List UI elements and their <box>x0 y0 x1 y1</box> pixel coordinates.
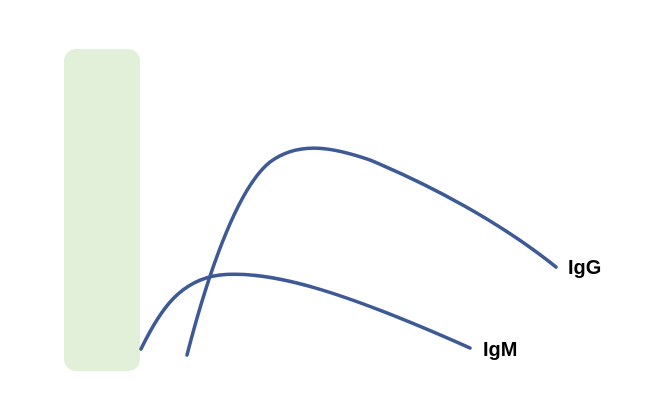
igg-label: IgG <box>568 257 601 279</box>
exposure-bar <box>64 49 140 371</box>
igm-label: IgM <box>483 339 517 361</box>
igm-curve <box>139 272 472 351</box>
igg-curve <box>185 146 558 357</box>
